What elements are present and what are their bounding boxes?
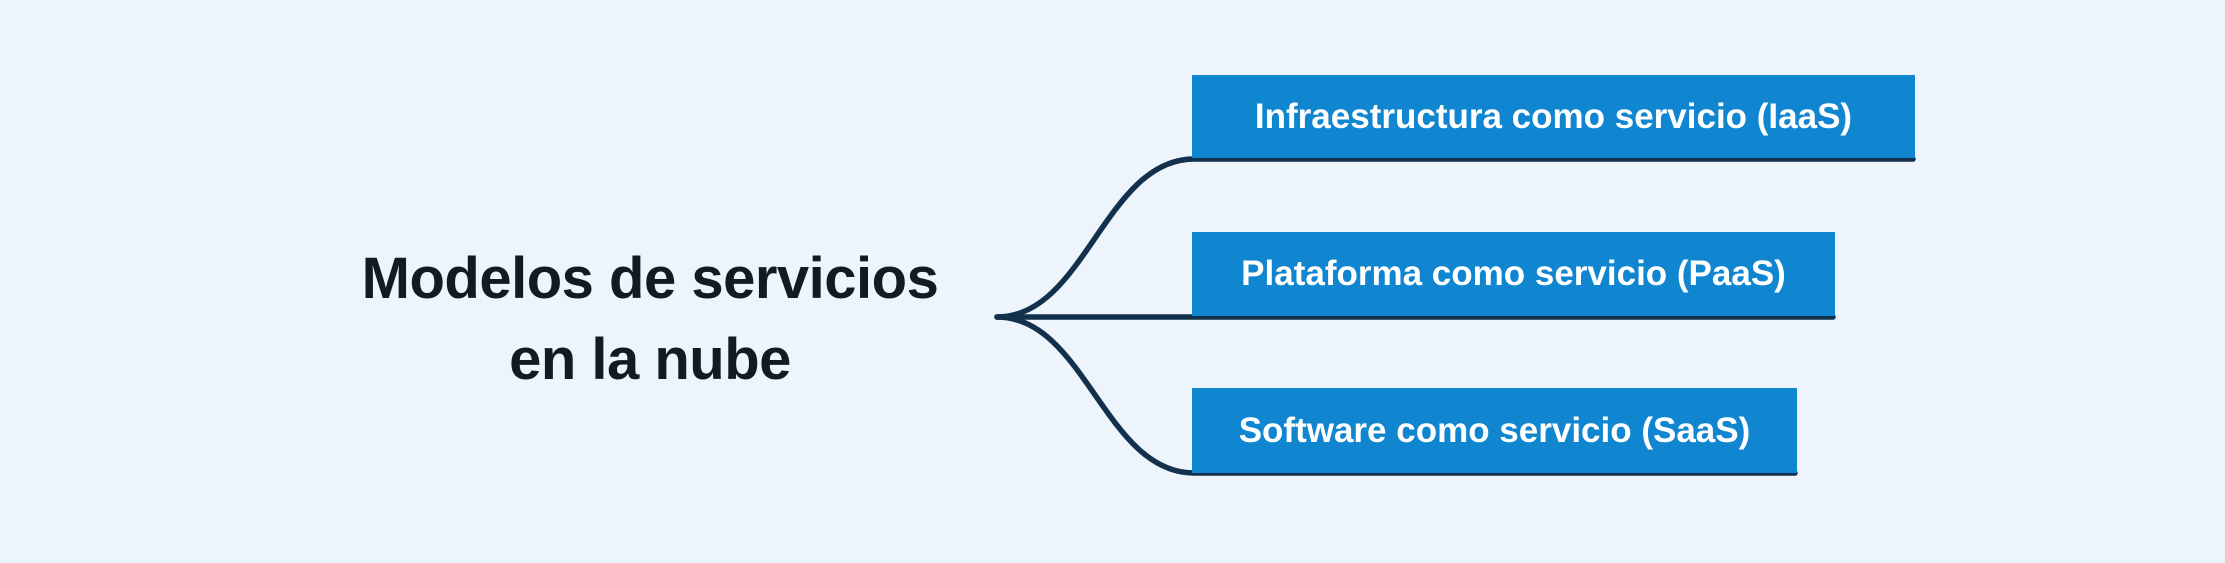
- node-paas: Plataforma como servicio (PaaS): [1192, 232, 1835, 316]
- branch-connector-saas: [994, 314, 1798, 476]
- node-saas-label: Software como servicio (SaaS): [1238, 410, 1751, 450]
- branch-connector-iaas: [994, 156, 1916, 320]
- node-saas: Software como servicio (SaaS): [1192, 388, 1797, 473]
- root-topic-label: Modelos de servicios en la nube: [361, 246, 939, 392]
- node-iaas-label: Infraestructura como servicio (IaaS): [1254, 96, 1853, 136]
- node-iaas: Infraestructura como servicio (IaaS): [1192, 75, 1915, 158]
- node-paas-label: Plataforma como servicio (PaaS): [1241, 254, 1786, 293]
